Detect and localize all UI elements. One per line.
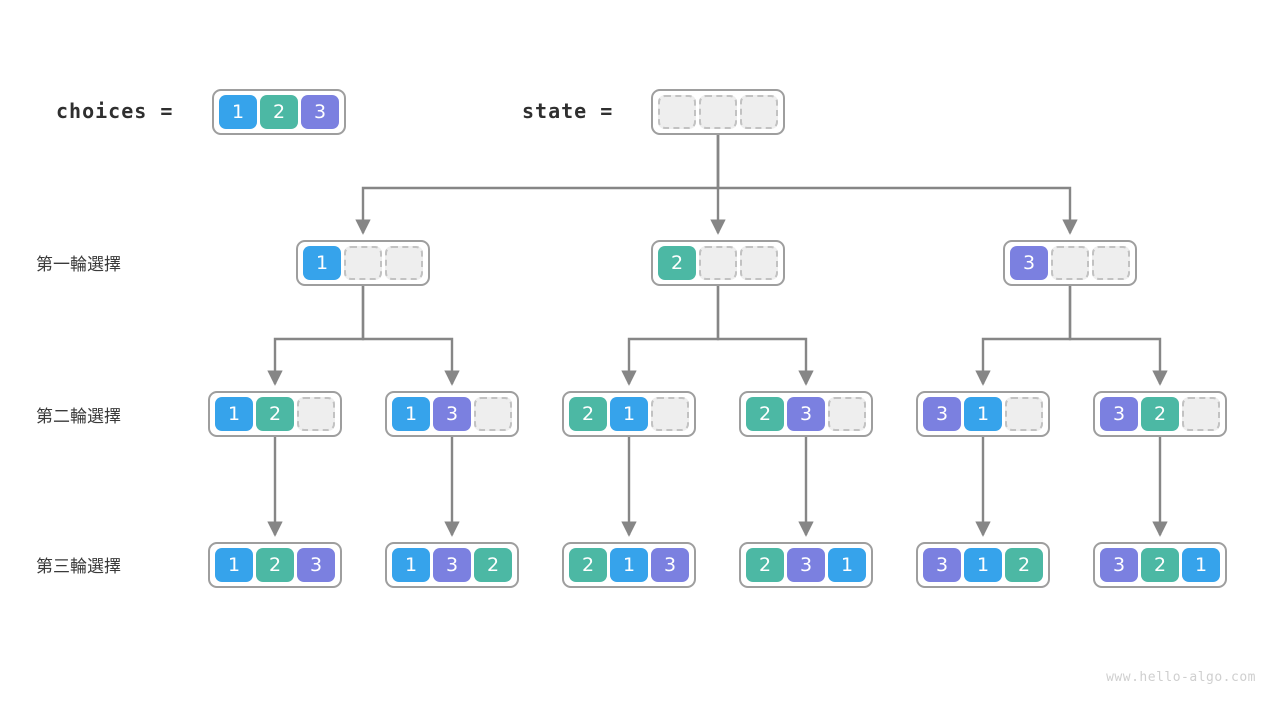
level3-4-cell-0: 3	[923, 548, 961, 582]
level3-5-cell-1: 2	[1141, 548, 1179, 582]
level3-0-cell-2: 3	[297, 548, 335, 582]
level2-3-cell-0: 2	[746, 397, 784, 431]
level3-3-cell-0: 2	[746, 548, 784, 582]
level2-1-cell-2	[474, 397, 512, 431]
level2-5-cell-0: 3	[1100, 397, 1138, 431]
level2-1-cell-1: 3	[433, 397, 471, 431]
state-array-root	[651, 89, 785, 135]
level1-2-cell-1	[1051, 246, 1089, 280]
state-label: state =	[522, 99, 614, 123]
level2-1-cell-0: 1	[392, 397, 430, 431]
level3-5-cell-2: 1	[1182, 548, 1220, 582]
tree-edge	[361, 286, 460, 386]
level2-4-cell-2	[1005, 397, 1043, 431]
level2-0-cell-0: 1	[215, 397, 253, 431]
level2-2-cell-2	[651, 397, 689, 431]
level3-3-cell-2: 1	[828, 548, 866, 582]
level3-0-cell-1: 2	[256, 548, 294, 582]
level3-1-cell-0: 1	[392, 548, 430, 582]
level1-0-cell-1	[344, 246, 382, 280]
round3-caption: 第三輪選擇	[36, 557, 121, 577]
level2-2-cell-0: 2	[569, 397, 607, 431]
choices-cell-0: 1	[219, 95, 257, 129]
level1-1-cell-1	[699, 246, 737, 280]
choices-cell-2: 3	[301, 95, 339, 129]
tree-edge	[975, 286, 1072, 386]
round1-caption: 第一輪選擇	[36, 255, 121, 275]
level2-4-cell-1: 1	[964, 397, 1002, 431]
level3-5-cell-0: 3	[1100, 548, 1138, 582]
level2-0-cell-1: 2	[256, 397, 294, 431]
level3-2-cell-1: 1	[610, 548, 648, 582]
state-cell-1	[699, 95, 737, 129]
level2-5-cell-1: 2	[1141, 397, 1179, 431]
level1-0-cell-0: 1	[303, 246, 341, 280]
level2-0-cell-2	[297, 397, 335, 431]
choices-cell-1: 2	[260, 95, 298, 129]
round2-caption: 第二輪選擇	[36, 407, 121, 427]
choices-label: choices =	[56, 99, 174, 123]
level3-4-cell-2: 2	[1005, 548, 1043, 582]
level2-5-cell-2	[1182, 397, 1220, 431]
state-cell-2	[740, 95, 778, 129]
level3-4-cell-1: 1	[964, 548, 1002, 582]
tree-edge	[267, 286, 365, 386]
state-cell-0	[658, 95, 696, 129]
level3-1-cell-2: 2	[474, 548, 512, 582]
level3-1-cell-1: 3	[433, 548, 471, 582]
level1-2-cell-2	[1092, 246, 1130, 280]
level1-1-cell-2	[740, 246, 778, 280]
tree-edge	[716, 286, 814, 386]
tree-edge	[716, 135, 1078, 235]
watermark: www.hello-algo.com	[1106, 670, 1256, 685]
state-array-level1-2: 3	[1003, 240, 1137, 286]
level2-3-cell-1: 3	[787, 397, 825, 431]
level3-2-cell-0: 2	[569, 548, 607, 582]
state-array-level1-1: 2	[651, 240, 785, 286]
tree-edge	[355, 135, 720, 235]
level1-0-cell-2	[385, 246, 423, 280]
level1-2-cell-0: 3	[1010, 246, 1048, 280]
level1-1-cell-0: 2	[658, 246, 696, 280]
level3-2-cell-2: 3	[651, 548, 689, 582]
state-array-level1-0: 1	[296, 240, 430, 286]
level3-0-cell-0: 1	[215, 548, 253, 582]
level3-3-cell-1: 3	[787, 548, 825, 582]
tree-edge	[1068, 286, 1168, 386]
level2-3-cell-2	[828, 397, 866, 431]
level2-2-cell-1: 1	[610, 397, 648, 431]
level2-4-cell-0: 3	[923, 397, 961, 431]
tree-edge	[621, 286, 720, 386]
